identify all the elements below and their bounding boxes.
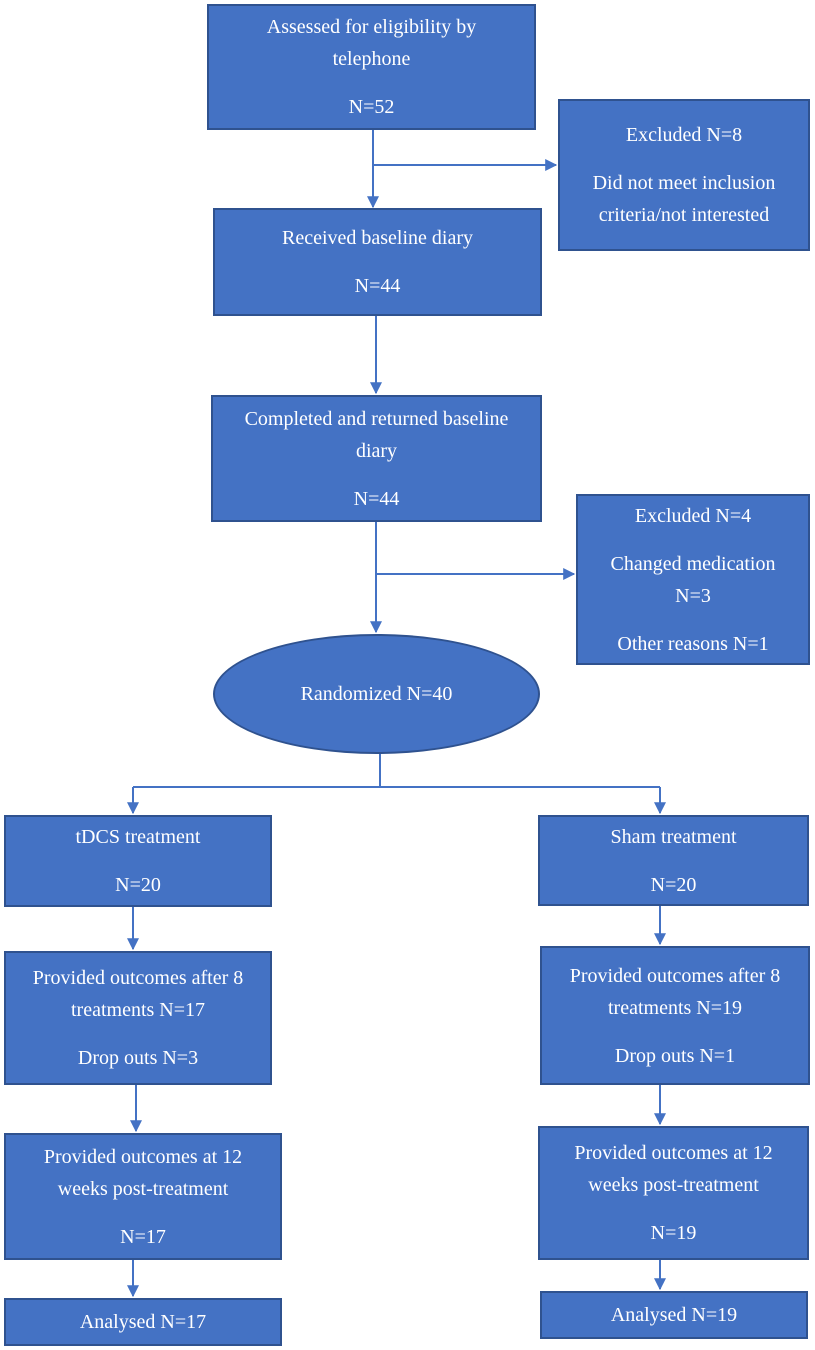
assessed-count: N=52 <box>348 96 395 118</box>
sham-analysed-label: Analysed N=19 <box>610 1304 738 1326</box>
excluded2-line3: Other reasons N=1 <box>617 632 769 655</box>
excluded1-line2: criteria/not interested <box>598 204 770 226</box>
tdcs-outcomes12-line1: Provided outcomes at 12 <box>43 1145 243 1168</box>
sham-outcomes8-line2: treatments N=19 <box>607 996 743 1019</box>
tdcs-treatment-count: N=20 <box>115 874 161 896</box>
sham-analysed-box: Analysed N=19 <box>540 1291 808 1339</box>
sham-treatment-box: Sham treatment N=20 <box>538 815 809 906</box>
randomized-ellipse: Randomized N=40 <box>213 634 540 754</box>
excluded1-line1: Did not meet inclusion <box>592 172 776 194</box>
tdcs-dropouts: Drop outs N=3 <box>77 1047 199 1069</box>
completed-baseline-line2: diary <box>355 439 398 462</box>
tdcs-outcomes8-line2: treatments N=17 <box>70 999 206 1021</box>
tdcs-analysed-label: Analysed N=17 <box>79 1311 207 1333</box>
assessed-box: Assessed for eligibility by telephone N=… <box>207 4 536 130</box>
sham-outcomes8-box: Provided outcomes after 8 treatments N=1… <box>540 946 810 1085</box>
tdcs-outcomes12-line2: weeks post-treatment <box>57 1177 229 1200</box>
sham-outcomes12-line2: weeks post-treatment <box>588 1174 759 1196</box>
assessed-line2: telephone <box>332 48 411 70</box>
tdcs-outcomes8-line1: Provided outcomes after 8 <box>32 967 244 989</box>
sham-treatment-count: N=20 <box>650 873 697 896</box>
excluded2-line1: Changed medication <box>610 552 776 575</box>
tdcs-treatment-box: tDCS treatment N=20 <box>4 815 272 907</box>
randomized-label: Randomized N=40 <box>300 682 453 705</box>
completed-baseline-line1: Completed and returned baseline <box>244 407 509 430</box>
assessed-line1: Assessed for eligibility by <box>266 16 477 38</box>
tdcs-analysed-box: Analysed N=17 <box>4 1298 282 1346</box>
received-baseline-box: Received baseline diary N=44 <box>213 208 542 316</box>
excluded1-title: Excluded N=8 <box>625 124 743 146</box>
sham-treatment-label: Sham treatment <box>610 825 737 848</box>
excluded2-title: Excluded N=4 <box>634 504 752 527</box>
sham-dropouts: Drop outs N=1 <box>614 1044 736 1067</box>
tdcs-outcomes12-count: N=17 <box>120 1225 166 1248</box>
received-baseline-label: Received baseline diary <box>281 227 474 249</box>
excluded1-box: Excluded N=8 Did not meet inclusion crit… <box>558 99 810 251</box>
completed-baseline-box: Completed and returned baseline diary N=… <box>211 395 542 522</box>
excluded2-box: Excluded N=4 Changed medication N=3 Othe… <box>576 494 810 665</box>
sham-outcomes12-count: N=19 <box>650 1222 697 1244</box>
tdcs-treatment-label: tDCS treatment <box>75 826 201 848</box>
excluded2-line2: N=3 <box>675 584 711 607</box>
received-baseline-count: N=44 <box>354 275 401 297</box>
sham-outcomes12-line1: Provided outcomes at 12 <box>574 1142 773 1164</box>
tdcs-outcomes8-box: Provided outcomes after 8 treatments N=1… <box>4 951 272 1085</box>
completed-baseline-count: N=44 <box>353 487 400 510</box>
sham-outcomes12-box: Provided outcomes at 12 weeks post-treat… <box>538 1126 809 1260</box>
tdcs-outcomes12-box: Provided outcomes at 12 weeks post-treat… <box>4 1133 282 1260</box>
sham-outcomes8-line1: Provided outcomes after 8 <box>569 964 781 987</box>
